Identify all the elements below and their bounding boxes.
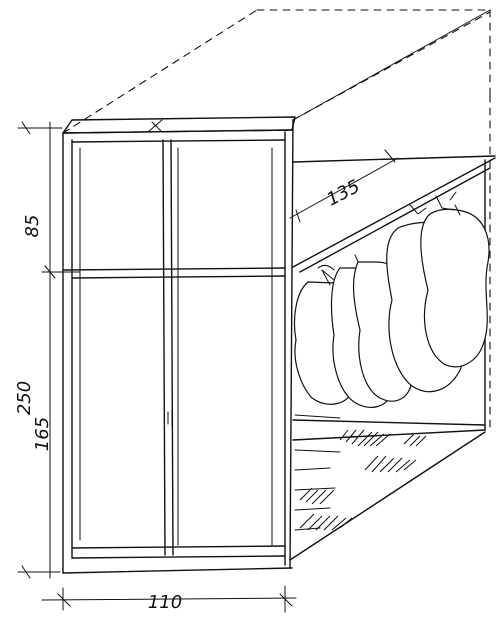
dim-top-height: 85 (22, 215, 43, 238)
dimension-lines (17, 121, 399, 613)
hatch-5 (403, 433, 427, 447)
hatch-4 (299, 513, 353, 531)
hatch-2 (364, 455, 417, 473)
dim-width: 110 (148, 592, 182, 613)
interior (289, 155, 496, 561)
dim-total-height: 250 (14, 381, 35, 415)
hanging-clothes (293, 191, 490, 408)
wardrobe-front (62, 116, 296, 574)
outer-box-outline (62, 9, 491, 431)
hatch-1 (339, 429, 391, 447)
dim-lower-height: 165 (32, 417, 53, 451)
hatch-3 (299, 487, 335, 505)
bottom-shelves (294, 429, 427, 531)
